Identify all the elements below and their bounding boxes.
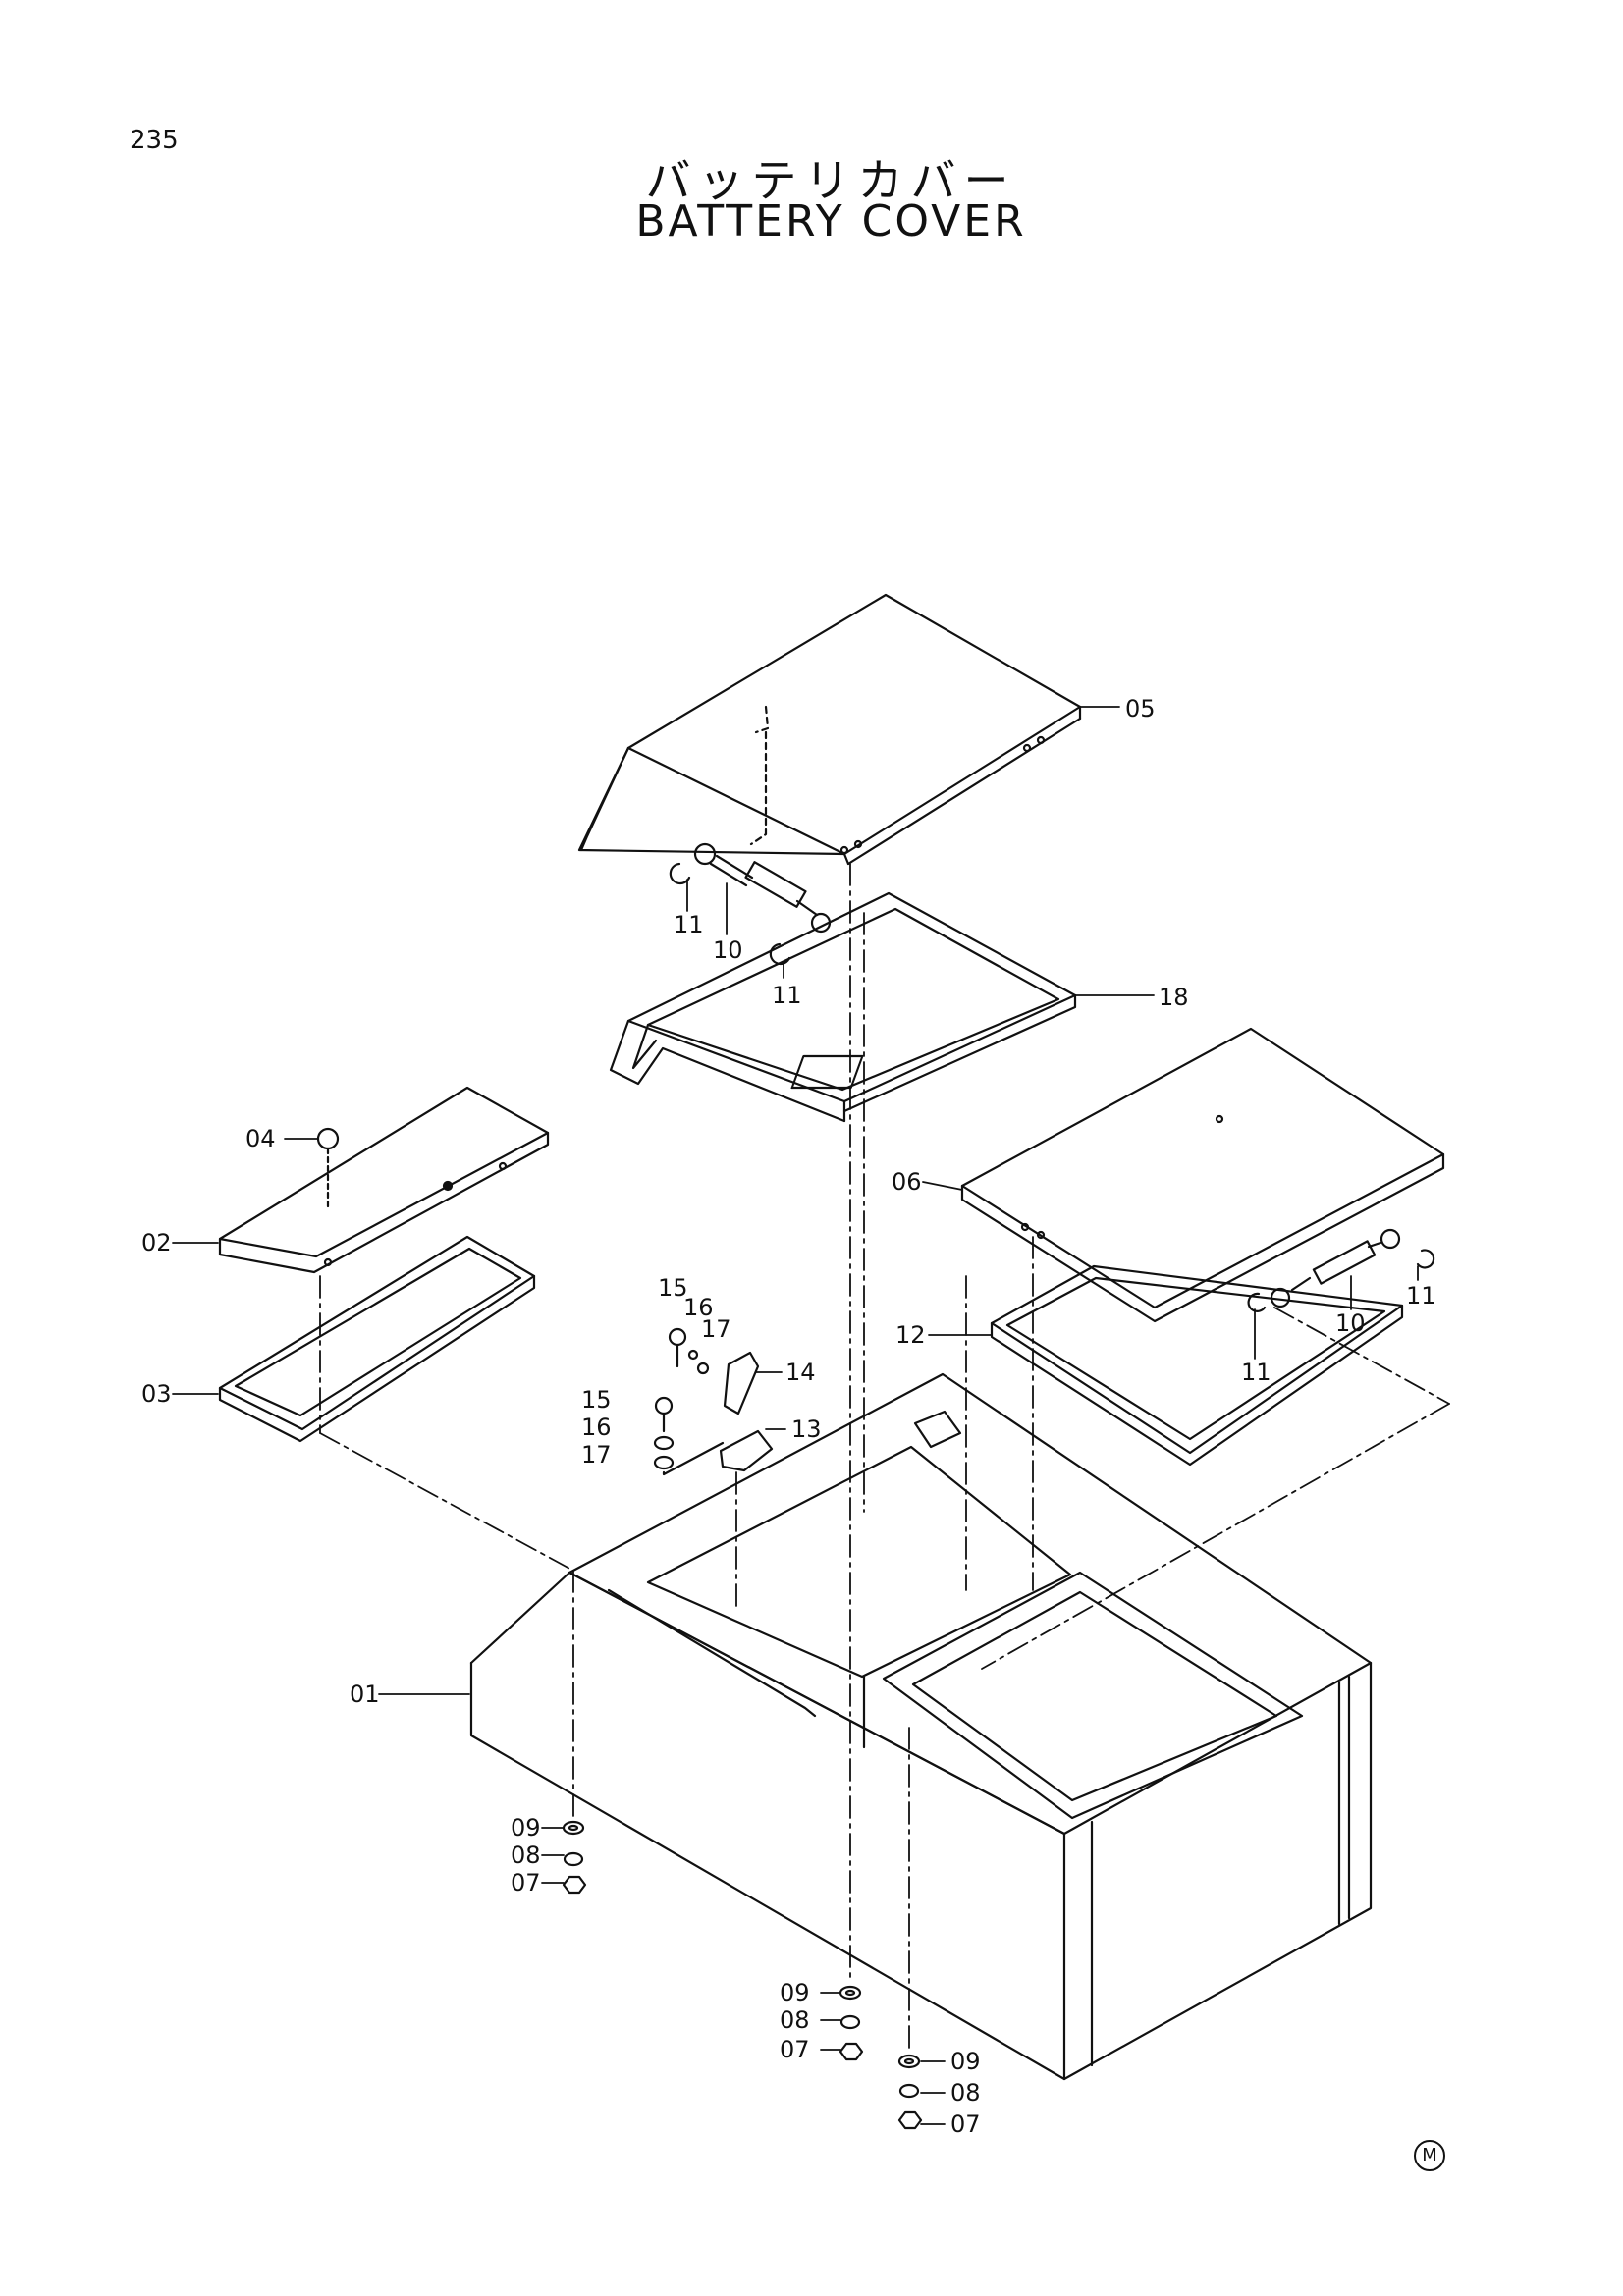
callout-16: 16 — [683, 1294, 714, 1321]
callout-03: 03 — [141, 1380, 172, 1408]
callout-06: 06 — [892, 1168, 922, 1196]
part-05-top-cover — [577, 593, 1082, 866]
callout-11: 11 — [1406, 1282, 1436, 1309]
callout-09: 09 — [511, 1814, 541, 1842]
callout-08: 08 — [511, 1842, 541, 1869]
callout-labels: 05 18 11 10 11 04 02 03 06 12 11 10 11 1… — [141, 695, 1436, 2138]
callout-12: 12 — [895, 1321, 926, 1349]
assembly-center-lines — [319, 863, 1450, 2053]
callout-11: 11 — [674, 911, 704, 938]
callout-10: 10 — [713, 936, 743, 964]
callout-18: 18 — [1159, 984, 1189, 1011]
part-10-gas-spring-top — [669, 842, 832, 966]
callout-17: 17 — [581, 1441, 612, 1468]
m-mark: M — [1414, 2140, 1445, 2171]
callout-13: 13 — [791, 1415, 822, 1443]
callout-17: 17 — [701, 1315, 731, 1343]
part-01-main-box — [469, 1372, 1373, 2081]
callout-07: 07 — [950, 2110, 981, 2138]
part-18-frame-seal — [609, 891, 1077, 1123]
callout-05: 05 — [1125, 695, 1156, 722]
callout-02: 02 — [141, 1229, 172, 1256]
callout-08: 08 — [950, 2079, 981, 2107]
part-02-small-cover — [218, 1086, 550, 1274]
callout-15: 15 — [658, 1274, 688, 1302]
fasteners-09-08-07 — [562, 1820, 923, 2130]
callout-07: 07 — [511, 1869, 541, 1896]
callout-08: 08 — [780, 2006, 810, 2034]
part-12-right-seal — [990, 1264, 1404, 1467]
callout-04: 04 — [245, 1125, 276, 1152]
part-03-small-seal — [218, 1235, 536, 1443]
title-english: BATTERY COVER — [635, 196, 1027, 246]
part-13-17-latch-parts — [653, 1327, 774, 1476]
callout-15: 15 — [581, 1386, 612, 1414]
callout-14: 14 — [785, 1359, 816, 1386]
callout-09: 09 — [780, 1979, 810, 2006]
callout-10: 10 — [1335, 1309, 1366, 1337]
callout-09: 09 — [950, 2048, 981, 2075]
part-06-right-cover — [790, 1027, 1445, 1323]
callout-07: 07 — [780, 2036, 810, 2063]
title-japanese: バッテリカバー — [645, 154, 1017, 207]
callout-01: 01 — [350, 1681, 380, 1708]
page-number: 235 — [130, 126, 179, 155]
part-10-gas-spring-right — [1247, 1228, 1435, 1312]
callout-16: 16 — [581, 1414, 612, 1441]
leader-lines — [172, 706, 1419, 2125]
callout-11: 11 — [772, 982, 802, 1009]
callout-11: 11 — [1241, 1359, 1271, 1386]
